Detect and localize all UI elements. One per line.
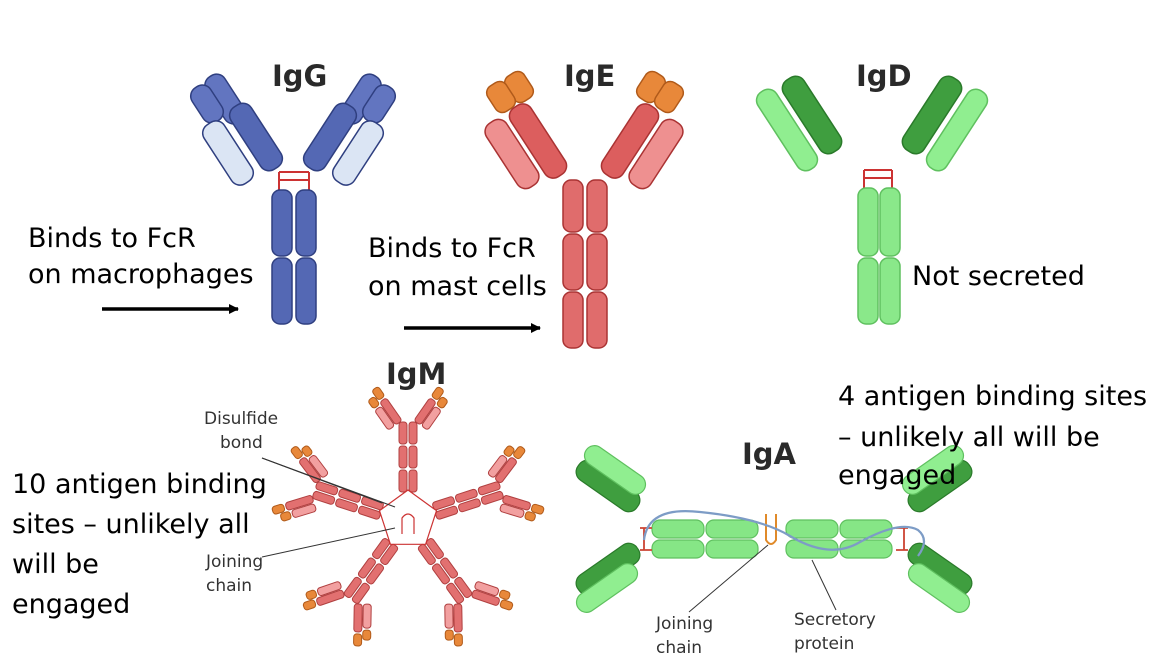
igm-pentamer bbox=[271, 386, 545, 647]
igd-stem bbox=[857, 187, 901, 325]
iga-joining-chain bbox=[765, 514, 777, 545]
igg-right-arm bbox=[302, 73, 397, 186]
igm-monomer bbox=[302, 538, 399, 647]
igd-note: Not secreted bbox=[912, 261, 1085, 292]
iga-secretory-protein bbox=[642, 510, 926, 557]
ige-antibody bbox=[484, 70, 685, 349]
iga-title: IgA bbox=[742, 437, 796, 471]
igm-monomer bbox=[271, 445, 384, 522]
igg-antibody bbox=[189, 73, 397, 325]
igm-title: IgM bbox=[386, 357, 447, 391]
igg-stem bbox=[271, 189, 317, 325]
iga-note-line3: engaged bbox=[838, 460, 957, 491]
iga-note-line2: – unlikely all will be bbox=[838, 422, 1100, 453]
secretory-label-line1: Secretory bbox=[794, 610, 876, 630]
igm-disulfide-ring bbox=[378, 489, 438, 545]
iga-note-line1: 4 antigen binding sites bbox=[838, 381, 1148, 412]
igm-note-line1: 10 antigen binding bbox=[12, 469, 267, 500]
ige-note-line1: Binds to FcR bbox=[368, 233, 536, 264]
igm-note-line2: sites – unlikely all bbox=[12, 509, 250, 540]
igd-left-arm bbox=[755, 75, 843, 172]
iga-right-arms bbox=[901, 445, 973, 613]
ige-stem bbox=[562, 179, 608, 349]
igg-title: IgG bbox=[272, 59, 328, 93]
igg-hinge bbox=[278, 171, 310, 190]
iga-left-body bbox=[651, 519, 759, 559]
igm-note-line3: will be bbox=[12, 549, 99, 580]
igd-right-arm bbox=[901, 75, 989, 172]
igm-monomer bbox=[368, 386, 448, 493]
igd-title: IgD bbox=[856, 59, 912, 93]
iga-secretory-pointer bbox=[811, 559, 837, 611]
igm-joining-label-line1: Joining bbox=[206, 552, 264, 572]
igm-joining-label-line2: chain bbox=[206, 576, 253, 596]
igm-note-line4: engaged bbox=[12, 589, 131, 620]
igd-antibody bbox=[755, 75, 989, 325]
secretory-label-line2: protein bbox=[794, 634, 855, 654]
igm-monomer bbox=[417, 538, 514, 647]
ige-title: IgE bbox=[564, 59, 616, 93]
disulfide-label-line2: bond bbox=[220, 433, 263, 453]
ige-note-line2: on mast cells bbox=[368, 271, 547, 302]
iga-dimer bbox=[575, 445, 973, 613]
iga-right-body bbox=[785, 519, 893, 559]
igd-hinge bbox=[863, 169, 893, 188]
disulfide-label-line1: Disulfide bbox=[204, 409, 279, 429]
igg-note-line2: on macrophages bbox=[28, 259, 254, 290]
iga-joining-pointer bbox=[688, 544, 769, 613]
iga-joining-label-line1: Joining bbox=[656, 614, 714, 634]
igm-monomer bbox=[432, 445, 545, 522]
igg-note-line1: Binds to FcR bbox=[28, 223, 196, 254]
ige-left-arm bbox=[484, 70, 568, 190]
disulfide-pointer-2 bbox=[261, 457, 396, 508]
igm-joining-pointer bbox=[261, 527, 396, 558]
iga-left-arms bbox=[575, 445, 647, 613]
igm-joining-chain bbox=[401, 513, 415, 534]
iga-joining-label-line2: chain bbox=[656, 638, 703, 658]
igg-left-arm bbox=[189, 73, 284, 186]
ige-right-arm bbox=[600, 70, 685, 190]
